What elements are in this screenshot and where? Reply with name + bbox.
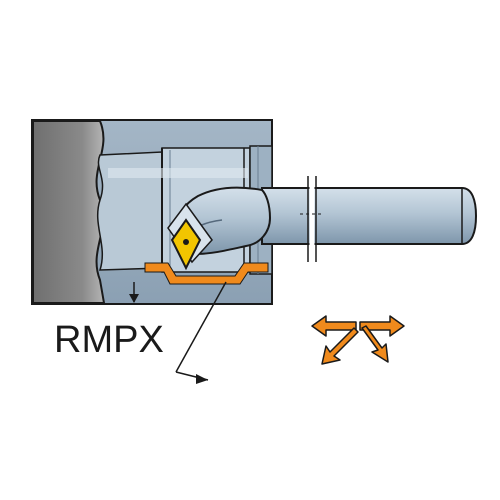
workpiece-section <box>32 120 106 304</box>
insert-code-label: RMPX <box>54 319 164 361</box>
leader-line <box>175 281 227 384</box>
multi-direction-arrows-icon <box>311 315 405 365</box>
rhombic-insert-icon <box>170 218 202 271</box>
bore-cavity <box>96 151 163 271</box>
feed-path <box>144 262 269 285</box>
tool-shank <box>261 176 478 262</box>
clearance-arrow <box>129 282 139 303</box>
